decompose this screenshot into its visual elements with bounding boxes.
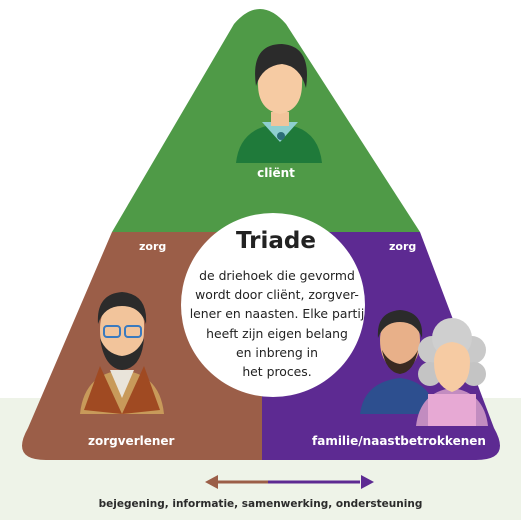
zorg-label-right: zorg bbox=[389, 240, 417, 253]
description-line: lener en naasten. Elke partij bbox=[189, 306, 365, 322]
familie-label: familie/naastbetrokkenen bbox=[312, 434, 486, 448]
footer-caption: bejegening, informatie, samenwerking, on… bbox=[98, 498, 423, 510]
zorgverlener-label: zorgverlener bbox=[88, 434, 175, 448]
diagram-description: de driehoek die gevormd wordt door cliën… bbox=[182, 266, 372, 381]
description-line: de driehoek die gevormd bbox=[199, 268, 355, 283]
family-man-icon bbox=[360, 310, 436, 414]
description-line: en inbreng in bbox=[236, 344, 318, 360]
description-line: wordt door cliënt, zorgver- bbox=[195, 287, 359, 303]
client-section bbox=[112, 9, 420, 232]
double-arrow-icon bbox=[205, 475, 374, 489]
client-person-icon bbox=[236, 44, 322, 163]
description-line: het proces. bbox=[242, 364, 312, 380]
client-label: cliënt bbox=[257, 166, 295, 180]
description-line: heeft zijn eigen belang bbox=[206, 325, 348, 341]
center-circle bbox=[181, 213, 365, 397]
caregiver-man-icon bbox=[80, 292, 164, 414]
diagram-title: Triade bbox=[236, 228, 316, 254]
family-elderly-woman-icon bbox=[416, 318, 488, 426]
zorg-label-left: zorg bbox=[139, 240, 167, 253]
